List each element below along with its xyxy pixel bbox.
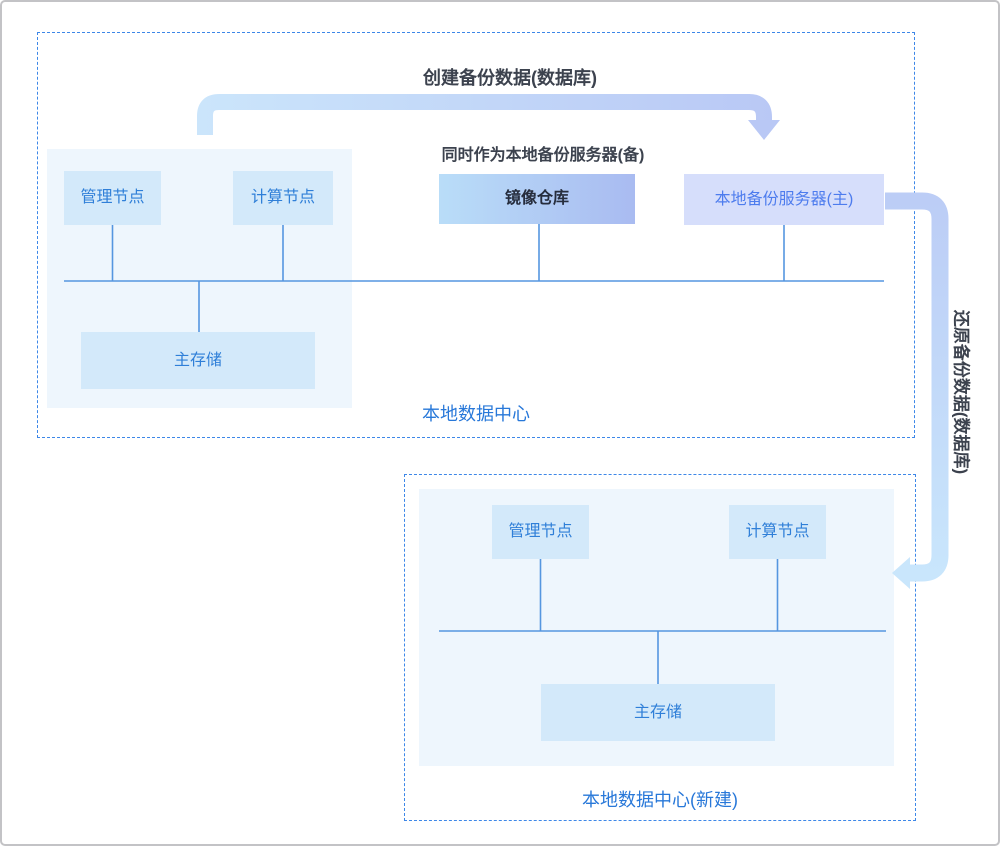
dc2-management-node: 管理节点 xyxy=(492,505,589,559)
dc1-primary-storage-node: 主存储 xyxy=(81,332,315,389)
dc2-label: 本地数据中心(新建) xyxy=(582,790,738,810)
dc1-management-node: 管理节点 xyxy=(64,171,161,225)
restore-backup-annotation: 还原备份数据(数据库) xyxy=(951,309,971,475)
dc1-mirror-repository-node: 镜像仓库 xyxy=(439,174,635,224)
dc1-compute-node: 计算节点 xyxy=(233,171,333,225)
dc2-primary-storage-node: 主存储 xyxy=(541,684,775,741)
dc1-label-wrap: 本地数据中心 xyxy=(37,32,915,438)
datacenter-2-boundary xyxy=(404,474,916,821)
dc1-local-backup-server-primary-node: 本地备份服务器(主) xyxy=(684,174,884,225)
standby-server-annotation: 同时作为本地备份服务器(备) xyxy=(441,147,645,164)
create-backup-annotation: 创建备份数据(数据库) xyxy=(423,68,597,88)
dc1-label: 本地数据中心 xyxy=(422,404,530,424)
dc2-compute-node: 计算节点 xyxy=(729,505,826,559)
dc2-label-wrap: 本地数据中心(新建) xyxy=(404,474,916,821)
